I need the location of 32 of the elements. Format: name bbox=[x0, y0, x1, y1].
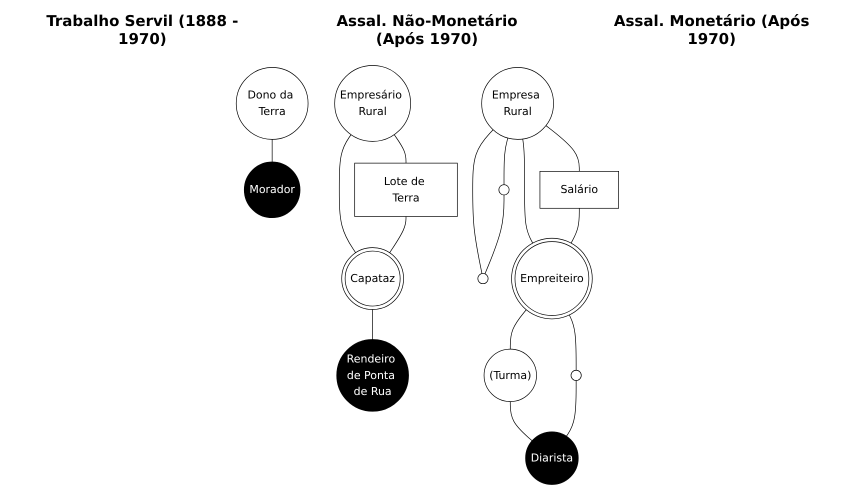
connector bbox=[510, 401, 532, 442]
connector bbox=[472, 129, 494, 274]
connector bbox=[566, 380, 576, 437]
connector bbox=[503, 138, 508, 186]
node-circle: Diarista bbox=[524, 431, 578, 485]
connector bbox=[338, 134, 356, 254]
connector bbox=[522, 138, 533, 244]
node-box: Salário bbox=[539, 171, 619, 209]
node-circle: Rendeiro de Ponta de Rua bbox=[336, 339, 408, 412]
node-circle bbox=[477, 273, 488, 284]
connector bbox=[271, 139, 272, 162]
node-circle: Empreiteiro bbox=[510, 238, 592, 320]
node-circle: Empresário Rural bbox=[334, 65, 411, 142]
node-circle: Dono da Terra bbox=[235, 67, 308, 140]
connector bbox=[568, 314, 576, 371]
connector bbox=[510, 309, 526, 350]
connector bbox=[484, 194, 504, 274]
node-circle: Empresa Rural bbox=[480, 67, 554, 140]
node-circle bbox=[570, 370, 582, 381]
connector bbox=[393, 134, 406, 164]
connector bbox=[545, 125, 580, 172]
connector bbox=[372, 309, 373, 340]
node-circle: (Turma) bbox=[483, 348, 536, 402]
node-circle bbox=[498, 184, 510, 196]
node-circle: Capataz bbox=[340, 247, 404, 310]
column-heading: Assal. Monetário (Após 1970) bbox=[612, 12, 810, 48]
node-circle: Morador bbox=[244, 162, 300, 218]
connector bbox=[570, 208, 580, 244]
connector bbox=[388, 216, 406, 254]
node-box: Lote de Terra bbox=[354, 162, 458, 217]
column-heading: Trabalho Servil (1888 - 1970) bbox=[45, 12, 240, 48]
column-heading: Assal. Não-Monetário (Após 1970) bbox=[335, 12, 519, 48]
